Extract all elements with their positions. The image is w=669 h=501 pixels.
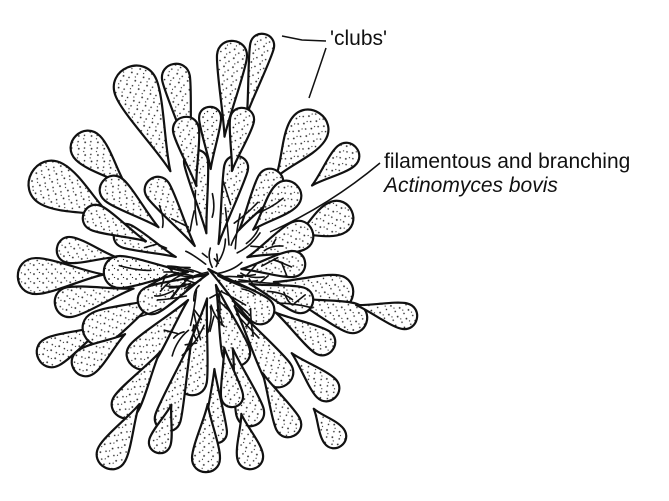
clubs-group: [17, 32, 419, 475]
filament-branch: [202, 253, 207, 257]
filament-strand: [164, 272, 176, 273]
filament-branch: [251, 246, 263, 247]
filament-strand: [190, 211, 194, 231]
filament-label-line1: filamentous and branching: [384, 150, 630, 174]
filament-strand: [209, 248, 212, 267]
filament-label-line2: Actinomyces bovis: [384, 174, 630, 198]
clubs-leader-line: [282, 36, 326, 41]
filament-strand: [222, 276, 243, 277]
filament-strand: [212, 194, 214, 218]
club-shape: [304, 402, 351, 453]
clubs-label: 'clubs': [330, 27, 387, 51]
filament-label: filamentous and branching Actinomyces bo…: [384, 150, 630, 198]
filament-strand: [218, 262, 242, 273]
clubs-leader-line-2: [309, 48, 326, 98]
filament-branch: [210, 295, 216, 298]
